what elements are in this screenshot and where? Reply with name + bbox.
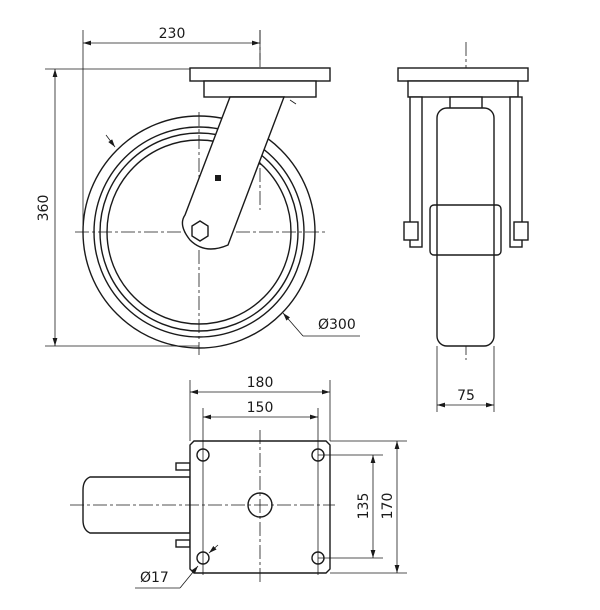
front-view: 230 360 Ø300 <box>36 26 360 355</box>
side-wheel <box>436 107 495 347</box>
dim-180: 180 <box>247 375 274 391</box>
side-mounting-plate <box>397 67 529 82</box>
center-hole <box>247 492 273 518</box>
dim-230: 230 <box>159 26 186 42</box>
top-wheel <box>82 476 191 534</box>
side-view: 75 <box>397 42 529 412</box>
dim-wheel-diameter: Ø300 <box>318 317 356 333</box>
dim-150: 150 <box>247 400 274 416</box>
dim-360: 360 <box>36 195 52 222</box>
top-view: 180 150 135 170 Ø17 <box>70 375 407 589</box>
axle-nut <box>191 220 209 242</box>
mounting-plate <box>189 67 331 82</box>
dim-hole-diameter: Ø17 <box>140 570 169 586</box>
dim-170: 170 <box>380 493 396 520</box>
dim-135: 135 <box>356 493 372 520</box>
swivel-fork <box>181 96 286 250</box>
dim-75: 75 <box>457 388 475 404</box>
